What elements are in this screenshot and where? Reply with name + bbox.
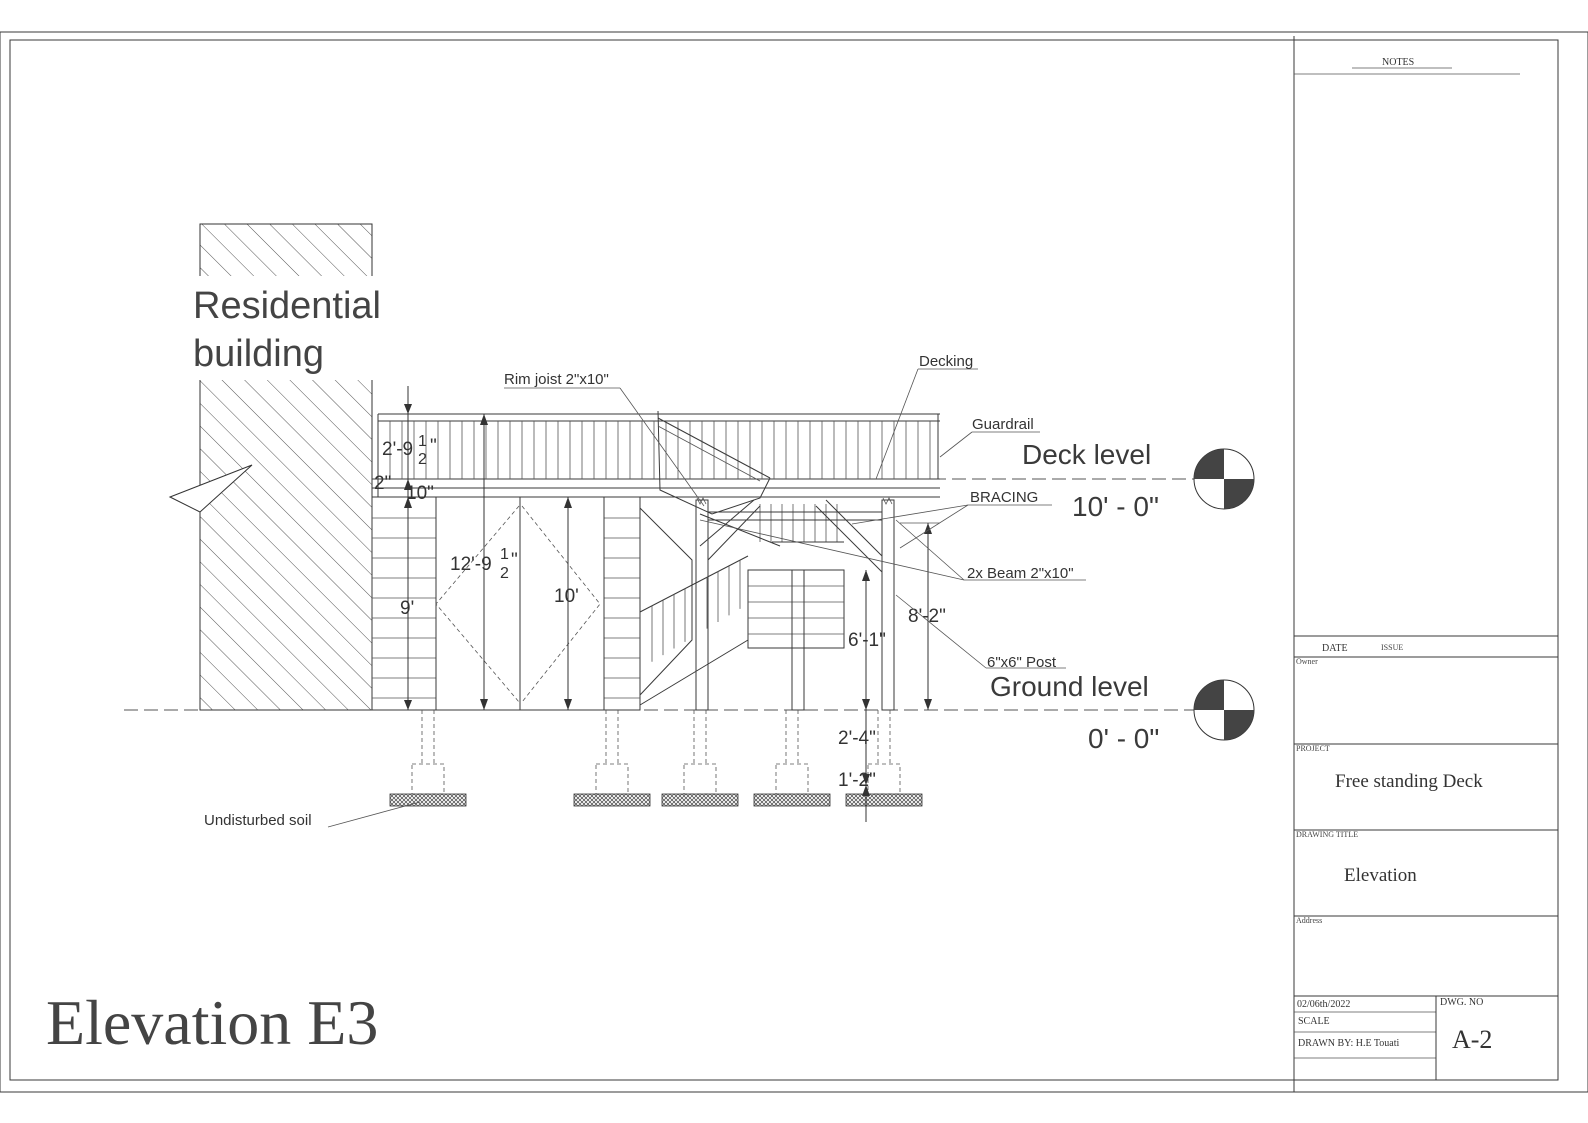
- gravel-base: [753, 793, 831, 807]
- guard-height-dim: 2'-9: [382, 439, 413, 460]
- post-total-dim: 8'-2": [908, 606, 946, 627]
- footing: [845, 710, 923, 807]
- project-label: PROJECT: [1296, 744, 1330, 753]
- gravel-base: [573, 793, 651, 807]
- deck-level-marker: Deck level 10' - 0": [1022, 439, 1255, 522]
- soil-callout: Undisturbed soil: [204, 812, 312, 829]
- drawing-title-label: DRAWING TITLE: [1296, 830, 1358, 839]
- footing-thickness-dim: 1'-2": [838, 770, 876, 791]
- gravel-base: [389, 793, 467, 807]
- residential-building: Residential building: [168, 223, 381, 711]
- drawn-by: DRAWN BY: H.E Touati: [1298, 1038, 1400, 1049]
- ground-level-marker: Ground level 0' - 0": [990, 671, 1255, 754]
- dimension-lines: [404, 386, 940, 822]
- decking-callout: Decking: [919, 353, 973, 370]
- footing: [389, 710, 467, 807]
- footing: [753, 710, 831, 807]
- address-label: Address: [1296, 916, 1322, 925]
- footing-depth-dim: 2'-4": [838, 728, 876, 749]
- gravel-base: [661, 793, 739, 807]
- building-label-line2: building: [193, 333, 324, 375]
- notes-label: NOTES: [1382, 57, 1414, 68]
- dwg-no-value: A-2: [1452, 1025, 1492, 1054]
- dwg-no-label: DWG. NO: [1440, 997, 1483, 1008]
- scale-label: SCALE: [1298, 1016, 1330, 1027]
- dimension-texts: 2'-9 1 2 " 2" 10" 9' 12'-9 1 2 " 10' 6'-…: [374, 433, 946, 791]
- sheet-border: [0, 31, 1588, 1093]
- sheet-title: Elevation E3: [46, 987, 378, 1058]
- svg-text:2: 2: [500, 565, 509, 582]
- ground-level-value: 0' - 0": [1088, 723, 1159, 754]
- guardrail-callout: Guardrail: [972, 416, 1034, 433]
- post-clear-dim: 6'-1": [848, 630, 886, 651]
- ground-level-label: Ground level: [990, 671, 1149, 702]
- footings: [389, 710, 923, 807]
- joist-depth-dim: 10": [406, 483, 434, 504]
- leader-lines: [327, 368, 1086, 828]
- svg-text:2: 2: [418, 451, 427, 468]
- deck-level-value: 10' - 0": [1072, 491, 1159, 522]
- deck-level-label: Deck level: [1022, 439, 1151, 470]
- svg-text:": ": [430, 436, 437, 457]
- bracing-callout: BRACING: [970, 489, 1038, 506]
- deck-thickness-dim: 2": [374, 473, 391, 494]
- footing-pad: [775, 763, 809, 795]
- footing: [573, 710, 651, 807]
- beam-callout: 2x Beam 2"x10": [967, 565, 1074, 582]
- owner-label: Owner: [1296, 657, 1318, 666]
- title-block: NOTES DATE ISSUE Owner PROJECT Free stan…: [1293, 36, 1558, 1092]
- svg-text:": ": [511, 550, 518, 571]
- deck-structure: [371, 410, 940, 711]
- rim-joist-callout: Rim joist 2"x10": [504, 371, 609, 388]
- footing-pad: [411, 763, 445, 795]
- footing-pad: [683, 763, 717, 795]
- post-callout: 6"x6" Post: [987, 654, 1057, 671]
- total-height-dim: 12'-9: [450, 554, 492, 575]
- footing: [661, 710, 739, 807]
- drawing-title-value: Elevation: [1344, 865, 1417, 886]
- svg-text:1: 1: [418, 433, 427, 450]
- date-value: 02/06th/2022: [1297, 999, 1350, 1010]
- gravel-base: [845, 793, 923, 807]
- door-height-dim: 10': [554, 586, 579, 607]
- building-label-line1: Residential: [193, 285, 381, 327]
- issue-label: ISSUE: [1381, 643, 1403, 652]
- wall-height-dim: 9': [400, 598, 414, 619]
- project-value: Free standing Deck: [1335, 771, 1483, 792]
- date-label: DATE: [1322, 643, 1348, 654]
- footing-pad: [595, 763, 629, 795]
- svg-text:1: 1: [500, 546, 509, 563]
